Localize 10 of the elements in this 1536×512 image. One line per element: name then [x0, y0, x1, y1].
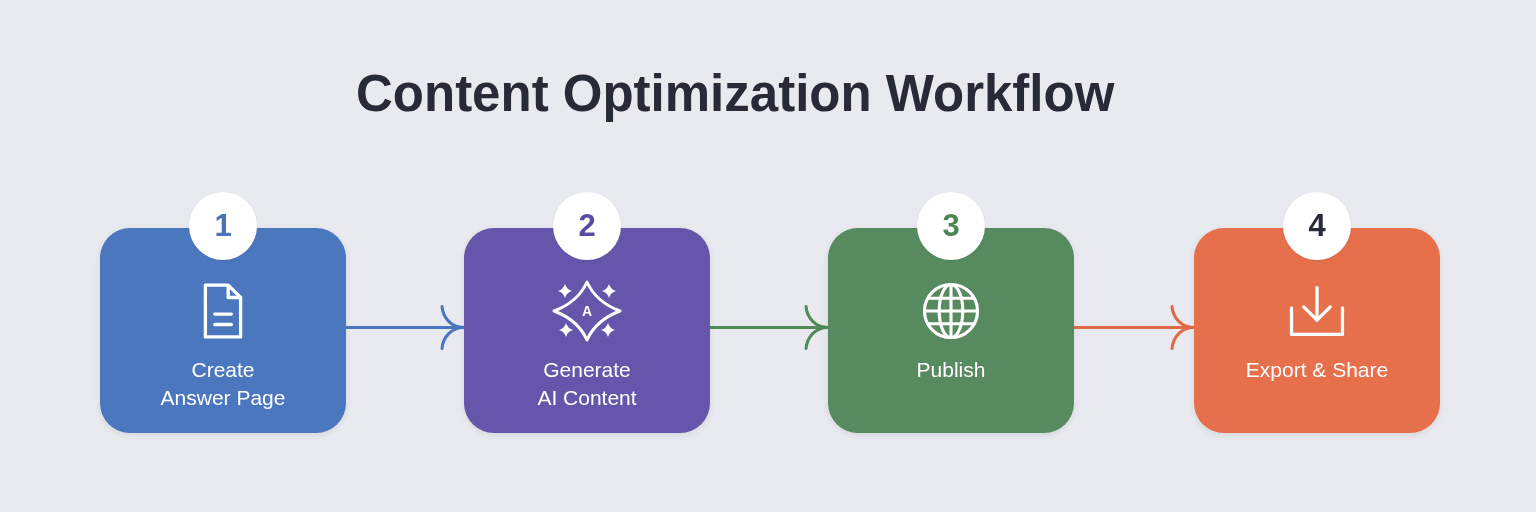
- step-number: 4: [1283, 192, 1351, 260]
- diagram-title: Content Optimization Workflow: [356, 64, 1115, 124]
- step-number: 1: [189, 192, 257, 260]
- icon-letter: A: [581, 304, 593, 318]
- step-number: 3: [917, 192, 985, 260]
- step-label: Create Answer Page: [159, 357, 287, 411]
- step-label: Publish: [916, 357, 986, 383]
- step-number: 2: [553, 192, 621, 260]
- step-label: Generate AI Content: [536, 357, 638, 411]
- step-label: Export & Share: [1245, 357, 1389, 383]
